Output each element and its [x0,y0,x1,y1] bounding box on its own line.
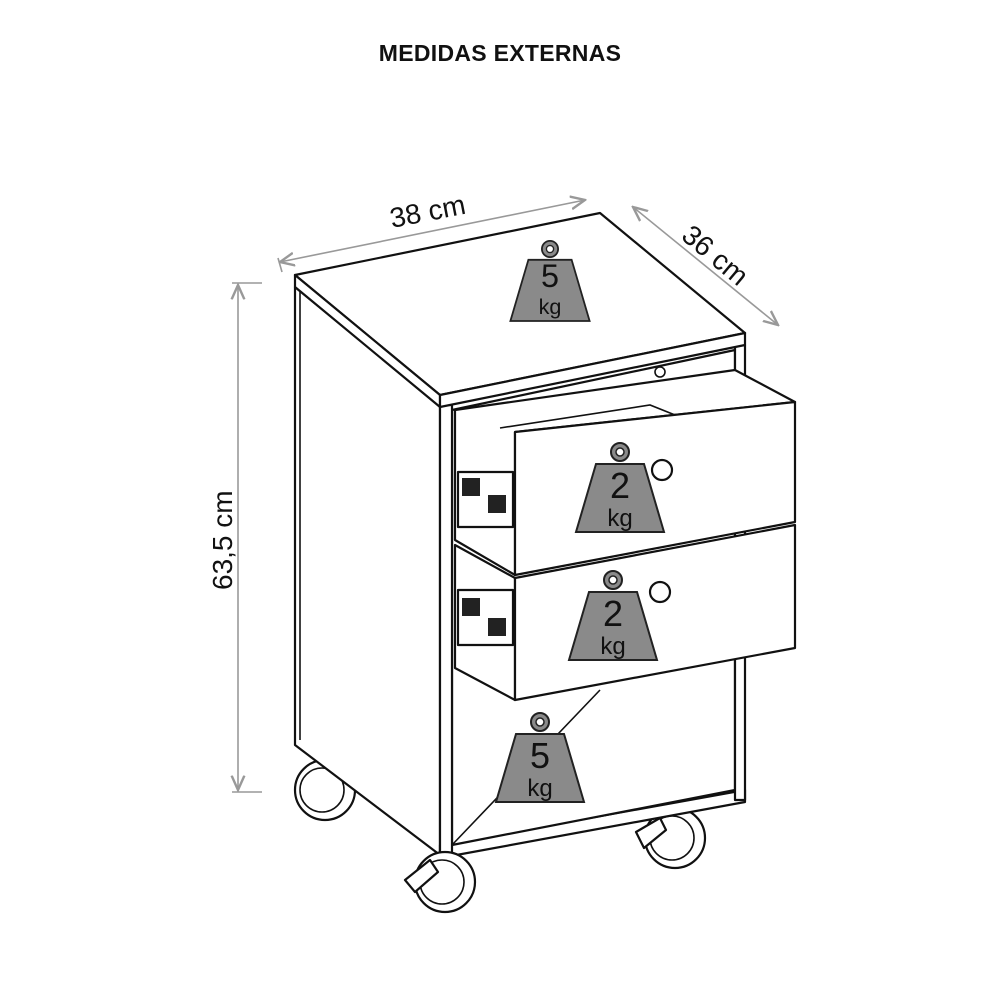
front-edge [438,403,454,860]
svg-text:5: 5 [530,735,550,776]
svg-text:5: 5 [541,258,559,294]
width-label: 38 cm [387,189,468,234]
weight-icon-drawer-2: 2 kg [568,570,658,661]
svg-text:kg: kg [527,775,552,802]
svg-text:2: 2 [610,465,630,506]
weight-icon-drawer-1: 2 kg [575,442,665,533]
wheel-front [403,850,477,914]
weight-icon-bottom: 5 kg [495,712,585,803]
svg-text:kg: kg [607,505,632,532]
drawer-slides [456,470,515,647]
depth-label: 36 cm [676,219,754,292]
svg-text:kg: kg [539,294,562,319]
diagram-title: MEDIDAS EXTERNAS [378,40,622,66]
svg-text:kg: kg [600,633,625,660]
height-dimension: 63,5 cm [207,282,262,793]
drawer-1-lock [650,458,674,482]
weight-icon-top: 5 kg [509,239,591,322]
height-label: 63,5 cm [207,490,238,590]
drawer-2-lock [648,580,672,604]
svg-text:2: 2 [603,593,623,634]
